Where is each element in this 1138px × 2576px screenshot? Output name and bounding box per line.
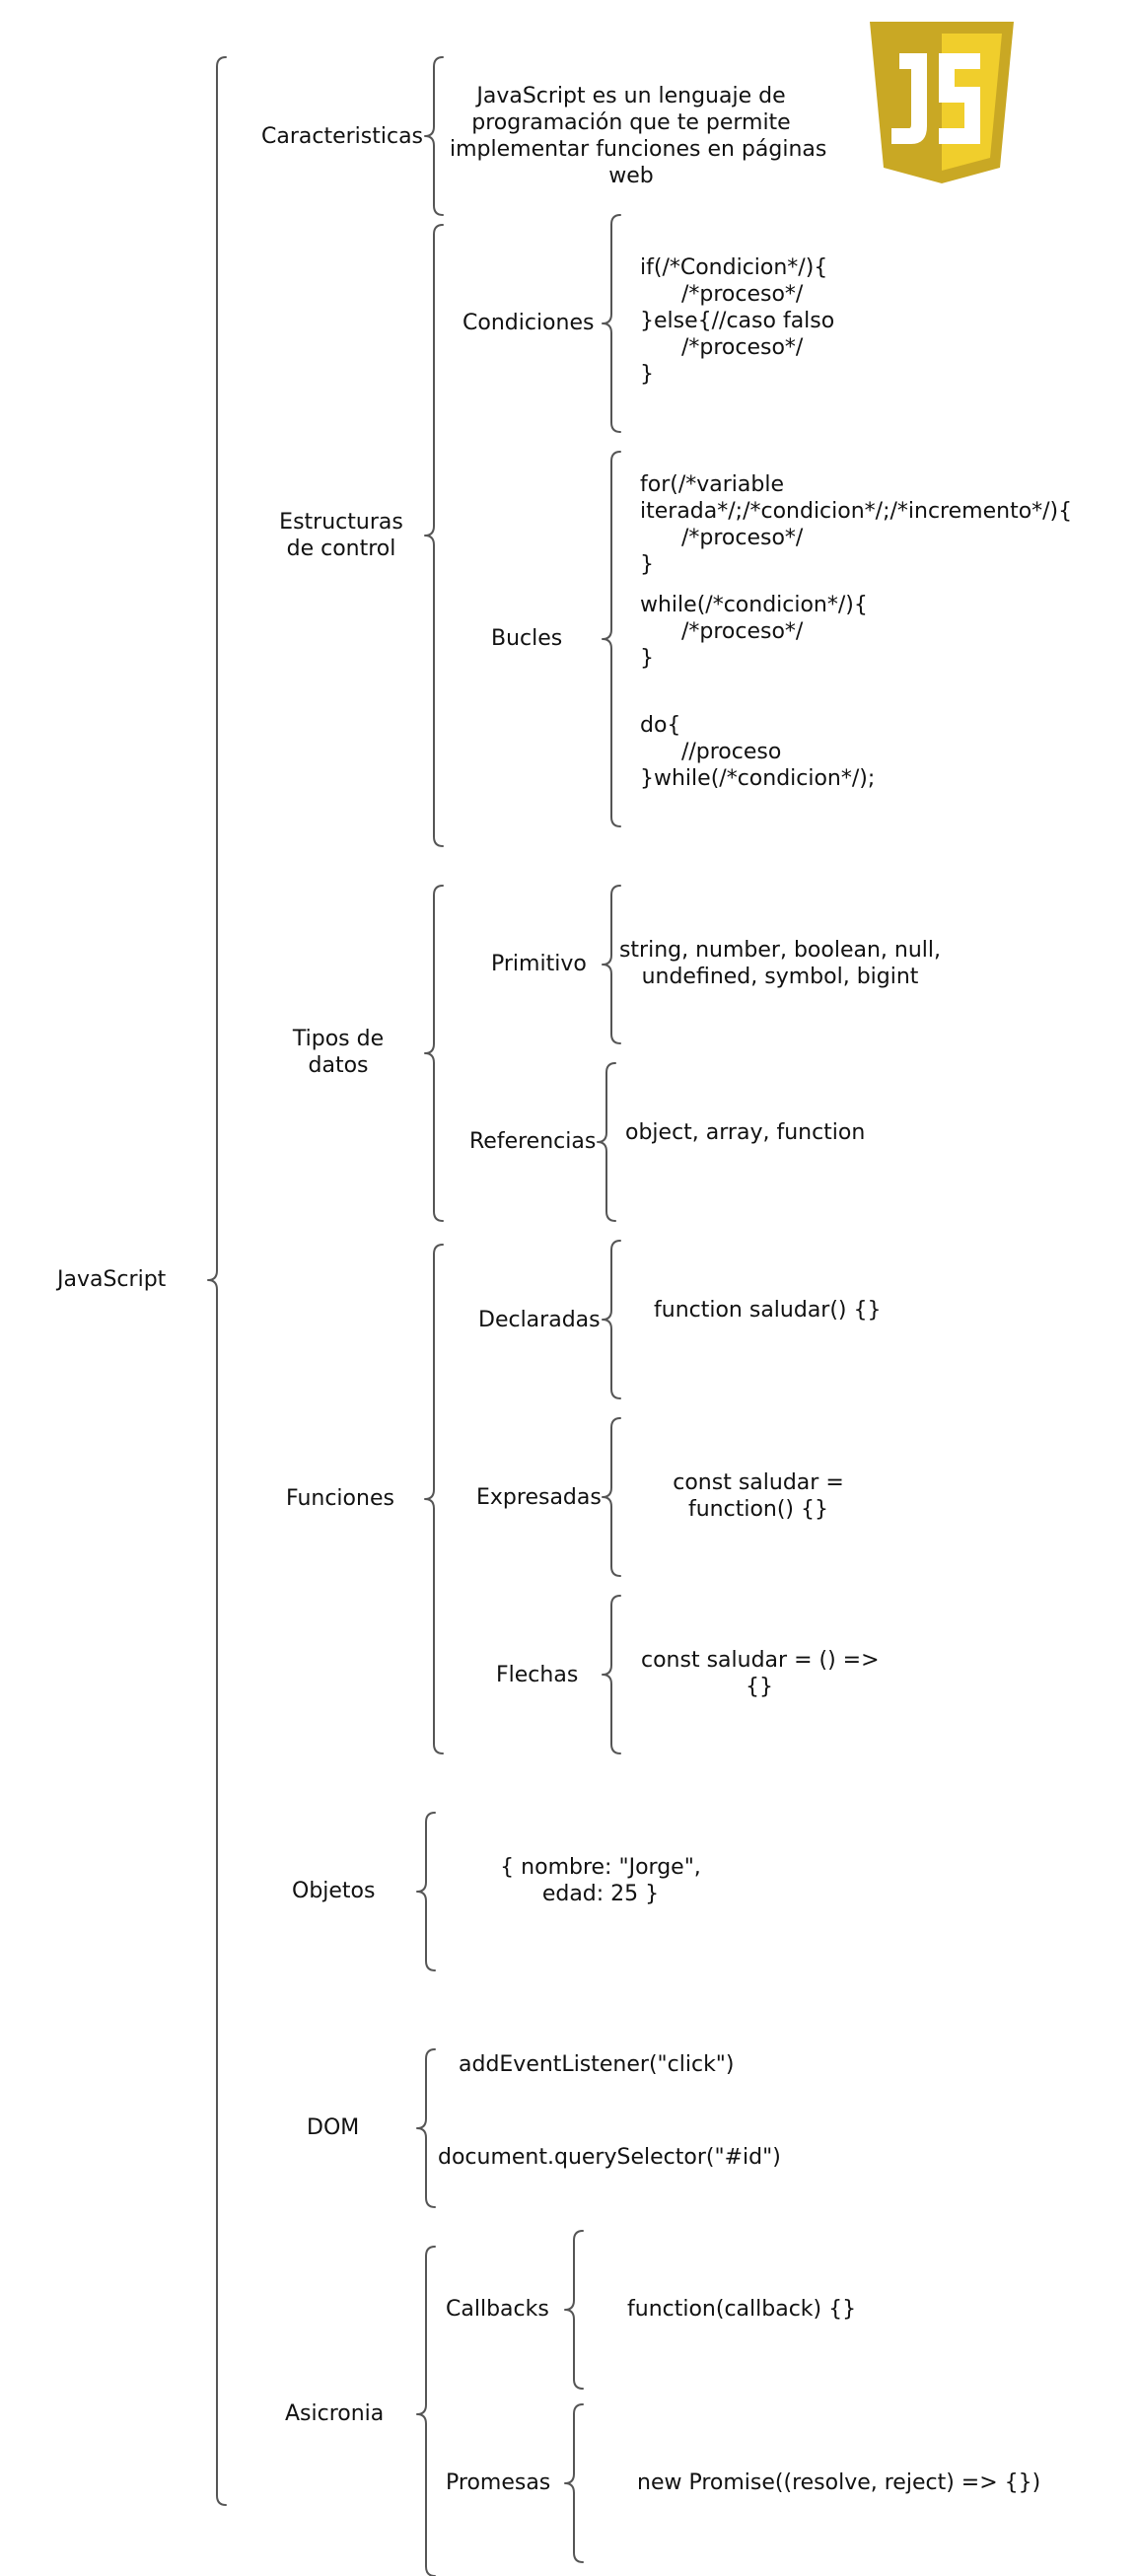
flechas-label: Flechas <box>496 1663 579 1687</box>
declaradas-brace <box>602 1240 621 1399</box>
condiciones-code: if(/*Condicion*/){ /*proceso*/ }else{//c… <box>640 255 835 387</box>
logo-letter-j <box>891 53 927 144</box>
expresadas-brace <box>602 1417 621 1577</box>
dom-event-text: addEventListener("click") <box>459 2052 735 2077</box>
dom-label: DOM <box>307 2115 360 2140</box>
condiciones-label: Condiciones <box>462 311 595 335</box>
primitivo-text: string, number, boolean, null, undefined… <box>618 938 942 989</box>
bucles-brace <box>602 451 621 827</box>
objetos-label: Objetos <box>292 1879 376 1903</box>
bucles-while-code: while(/*condicion*/){ /*proceso*/ } <box>640 593 868 671</box>
asincronia-brace <box>416 2246 436 2576</box>
logo-letter-s <box>939 53 980 144</box>
caracteristicas-brace <box>424 56 444 216</box>
caracteristicas-text: JavaScript es un lenguaje de programació… <box>450 84 827 188</box>
root-label: JavaScript <box>57 1267 167 1292</box>
funciones-brace <box>424 1244 444 1754</box>
promesas-code: new Promise((resolve, reject) => {}) <box>637 2470 1041 2495</box>
root-brace <box>207 56 227 2506</box>
referencias-label: Referencias <box>469 1129 597 1154</box>
bucles-for-code: for(/*variable iterada*/;/*condicion*/;/… <box>640 472 1073 577</box>
expresadas-label: Expresadas <box>476 1485 602 1510</box>
bucles-do-code: do{ //proceso }while(/*condicion*/); <box>640 713 876 791</box>
declaradas-label: Declaradas <box>478 1308 601 1332</box>
callbacks-brace <box>564 2230 584 2390</box>
tipos-label: Tipos de datos <box>292 1027 385 1078</box>
estructuras-label: Estructuras de control <box>279 510 403 561</box>
dom-brace <box>416 2048 436 2208</box>
tipos-brace <box>424 885 444 1222</box>
referencias-text: object, array, function <box>625 1120 866 1145</box>
callbacks-label: Callbacks <box>446 2297 549 2322</box>
objetos-brace <box>416 1812 436 1971</box>
expresadas-code: const saludar = function() {} <box>673 1470 844 1522</box>
asincronia-label: Asicronia <box>285 2401 385 2426</box>
declaradas-code: function saludar() {} <box>654 1298 882 1323</box>
condiciones-brace <box>602 214 621 433</box>
flechas-code: const saludar = () => {} <box>641 1648 880 1699</box>
objetos-code: { nombre: "Jorge", edad: 25 } <box>500 1855 701 1906</box>
bucles-label: Bucles <box>491 626 563 651</box>
callbacks-code: function(callback) {} <box>627 2297 857 2322</box>
dom-query-text: document.querySelector("#id") <box>438 2145 781 2170</box>
caracteristicas-label: Caracteristicas <box>261 124 424 149</box>
funciones-label: Funciones <box>286 1486 394 1511</box>
promesas-label: Promesas <box>446 2470 551 2495</box>
primitivo-label: Primitivo <box>491 952 587 976</box>
promesas-brace <box>564 2403 584 2563</box>
javascript-logo <box>870 22 1014 183</box>
referencias-brace <box>597 1062 616 1222</box>
estructuras-brace <box>424 224 444 847</box>
primitivo-brace <box>602 885 621 1044</box>
flechas-brace <box>602 1595 621 1754</box>
